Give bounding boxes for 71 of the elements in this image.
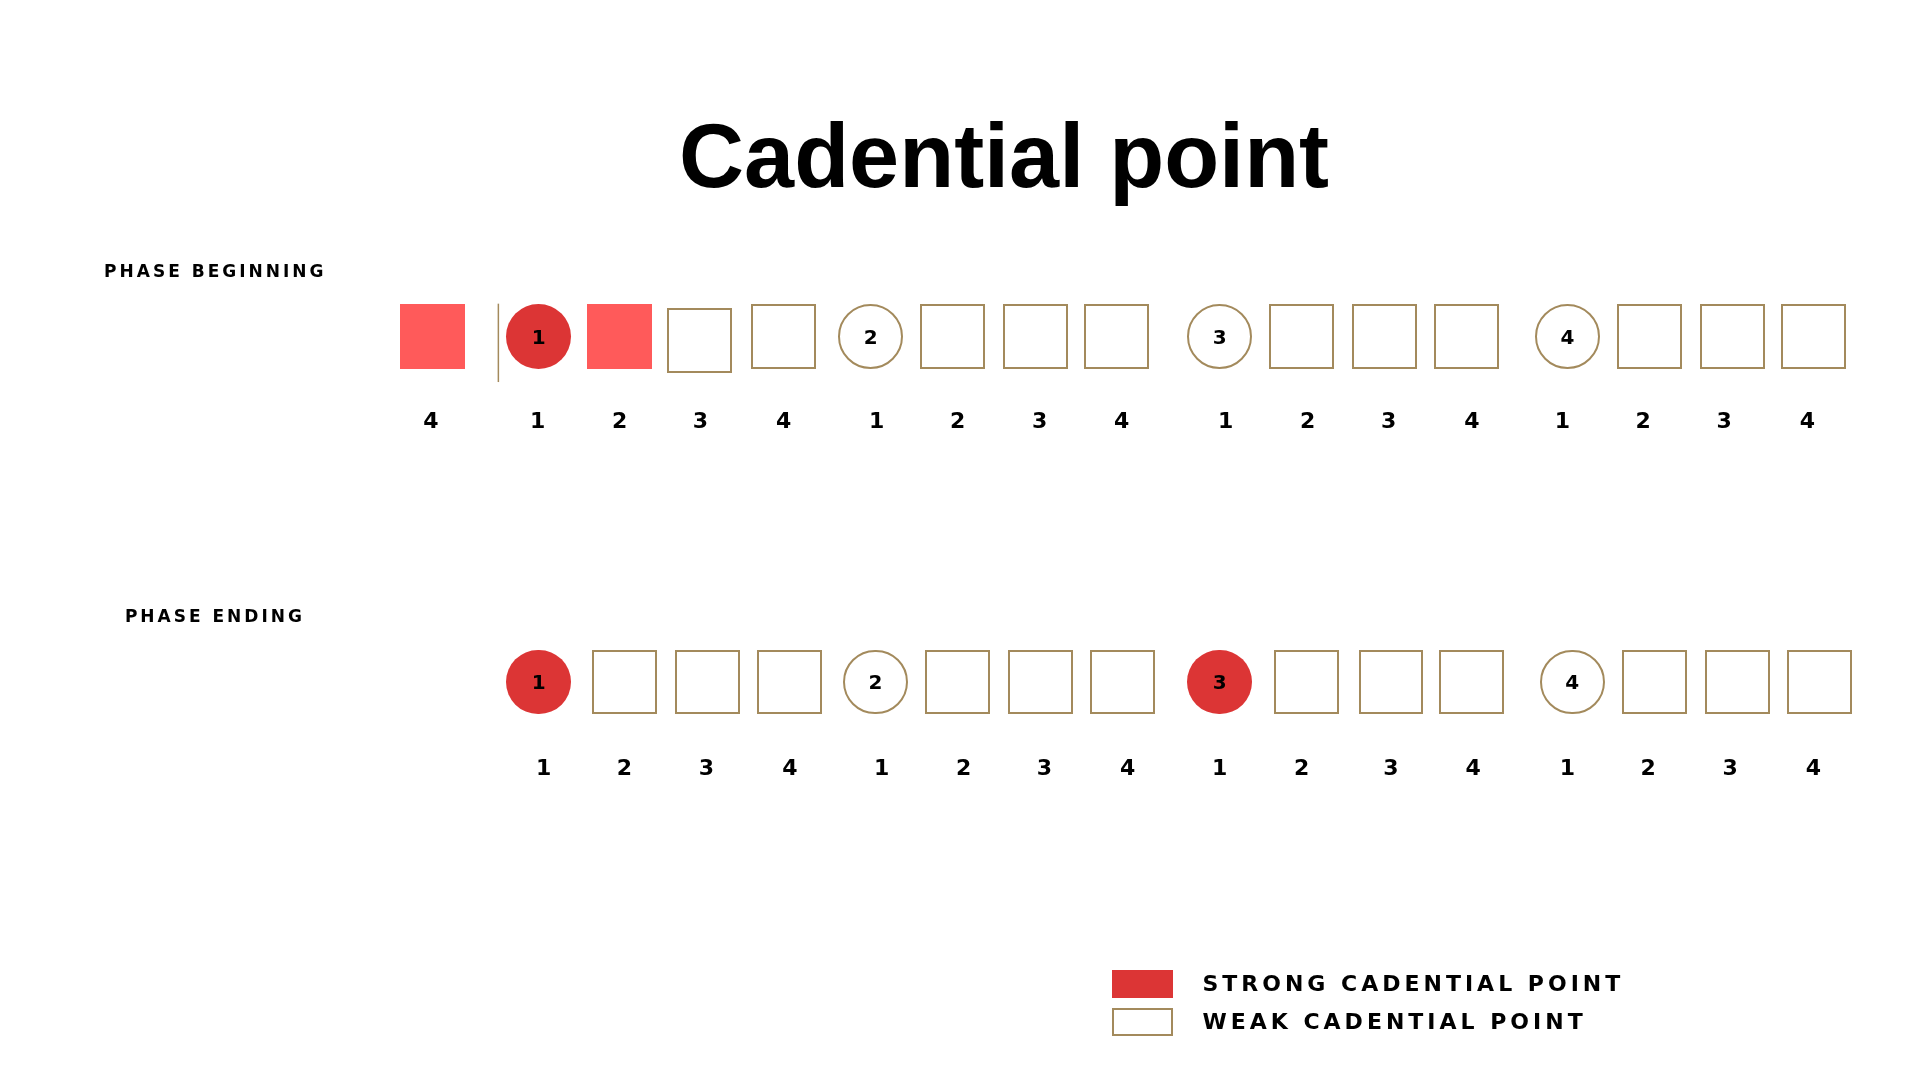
- beat-number: 2: [956, 754, 972, 780]
- beat-square: [1084, 304, 1150, 370]
- beat-number: 4: [1464, 408, 1480, 434]
- beat-number: 4: [782, 754, 798, 780]
- beat-square: [1787, 649, 1853, 715]
- beat-square: [1352, 304, 1418, 370]
- beat-number: 3: [1036, 754, 1053, 780]
- beat-square: [1090, 649, 1156, 715]
- beat-number: 2: [1293, 754, 1310, 780]
- row-label: PHASE BEGINNING: [104, 260, 327, 281]
- beat-square: [1616, 304, 1682, 370]
- beat-number: 3: [698, 754, 715, 780]
- beat-number: 4: [1799, 408, 1815, 434]
- beat-number: 3: [692, 408, 709, 434]
- title: Cadential point: [679, 104, 1330, 207]
- beat-square: [1781, 304, 1846, 370]
- beat-number: 2: [1300, 408, 1316, 434]
- beat-number: 3: [1716, 408, 1732, 434]
- beat-square: [1269, 304, 1335, 370]
- beat-square: [1700, 304, 1766, 370]
- beat-number: 2: [1640, 754, 1656, 780]
- beat-number: 1: [1559, 754, 1575, 780]
- beat-square: [757, 649, 823, 715]
- beat-number: 1: [1211, 754, 1228, 780]
- beat-number: 2: [616, 754, 633, 780]
- beat-number: 2: [611, 408, 628, 434]
- beat-square: [1008, 649, 1074, 715]
- beat-number: 4: [423, 408, 439, 434]
- beat-square: [592, 649, 657, 715]
- beat-label: 2: [863, 324, 878, 349]
- beat-number: 1: [1554, 408, 1571, 434]
- beat-square: [1003, 304, 1069, 370]
- beat-label: 2: [868, 670, 883, 694]
- beat-label: 1: [531, 324, 546, 349]
- beat-number: 3: [1383, 754, 1399, 780]
- legend-label: WEAK CADENTIAL POINT: [1202, 1009, 1587, 1035]
- beat-square: [925, 649, 990, 715]
- beat-number: 2: [1635, 408, 1651, 434]
- beat-square: [1274, 649, 1339, 715]
- beat-square: [675, 649, 741, 715]
- beat-square: [1705, 649, 1770, 715]
- beat-number: 4: [1113, 408, 1130, 434]
- beat-number: 3: [1722, 754, 1738, 780]
- beat-number: 1: [529, 408, 546, 434]
- beat-label: 1: [531, 670, 546, 694]
- beat-number: 4: [1120, 754, 1136, 780]
- beat-number: 3: [1031, 408, 1048, 434]
- legend-label: STRONG CADENTIAL POINT: [1202, 971, 1625, 997]
- beat-number: 4: [1465, 754, 1481, 780]
- beat-square: [587, 304, 653, 370]
- beat-number: 4: [776, 408, 792, 434]
- beat-number: 1: [873, 754, 890, 780]
- beat-square: [1439, 649, 1505, 715]
- beat-number: 1: [536, 754, 552, 780]
- beat-label: 4: [1560, 324, 1575, 349]
- beat-number: 3: [1380, 408, 1397, 434]
- beat-label: 3: [1212, 670, 1227, 694]
- beat-label: 4: [1565, 670, 1580, 694]
- beat-number: 1: [869, 408, 885, 434]
- row-label: PHASE ENDING: [124, 606, 305, 627]
- beat-square: [399, 304, 465, 370]
- beat-label: 3: [1212, 324, 1227, 349]
- beat-number: 1: [1218, 408, 1234, 434]
- beat-square: [1621, 649, 1687, 715]
- beat-square: [1434, 304, 1500, 370]
- beat-square: [751, 304, 817, 370]
- beat-square: [920, 304, 986, 370]
- beat-square: [1358, 649, 1424, 715]
- beat-number: 2: [949, 408, 966, 434]
- beat-number: 4: [1805, 754, 1822, 780]
- beat-square: [666, 307, 732, 373]
